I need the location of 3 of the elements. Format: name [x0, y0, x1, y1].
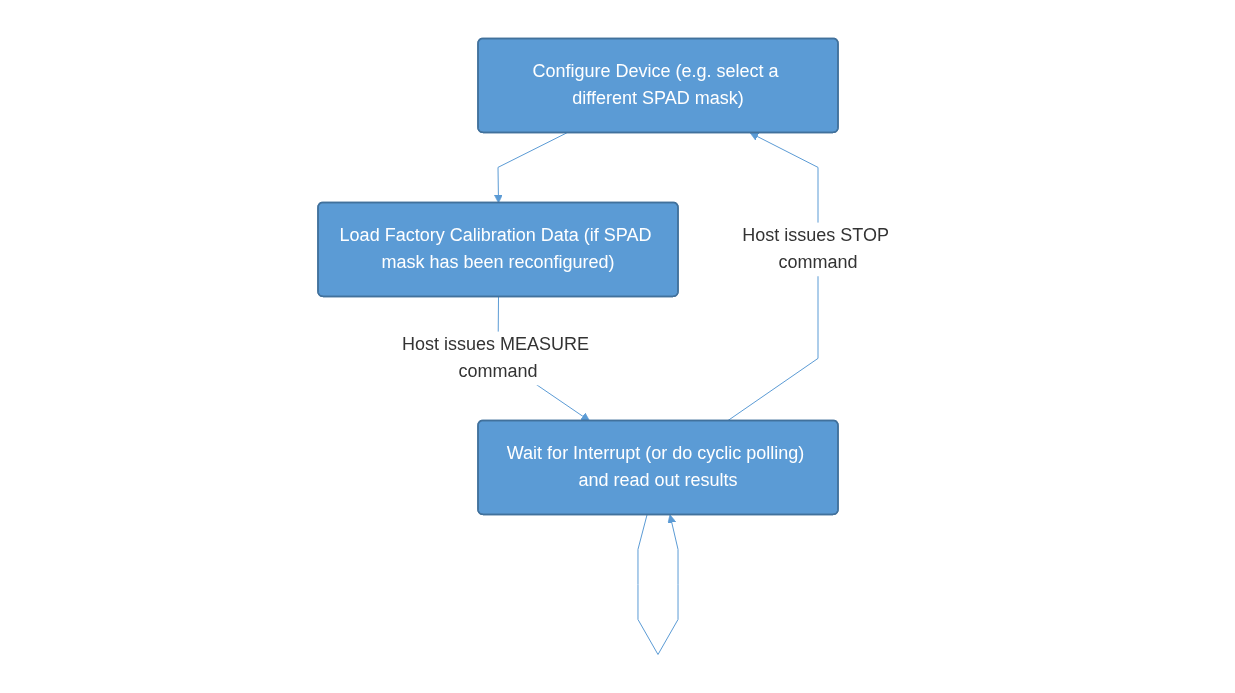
arrow [493, 132, 567, 204]
edge-label: Host issues STOP command [741, 225, 889, 273]
edge-label: Host issues MEASURE command [401, 334, 589, 382]
